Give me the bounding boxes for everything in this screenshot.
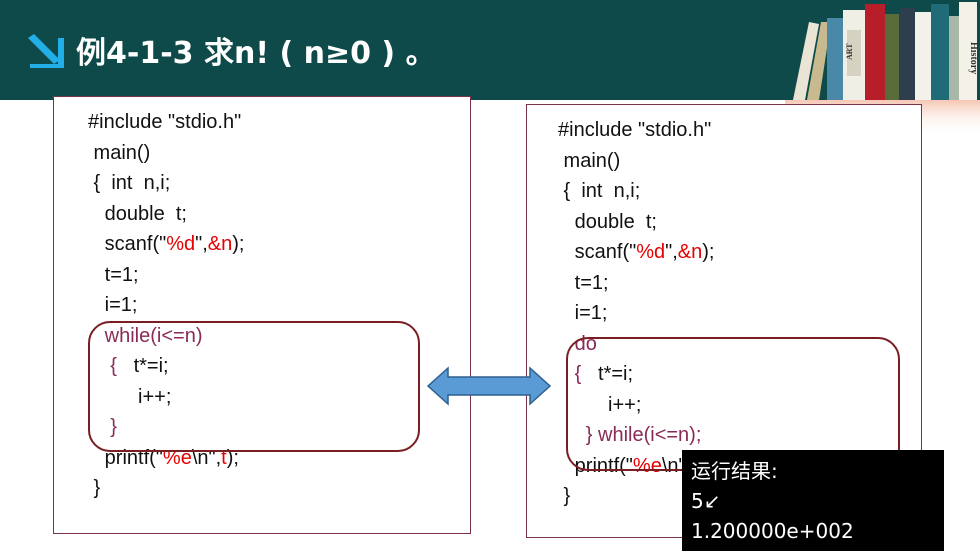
code-line: { int n,i; — [88, 168, 244, 199]
code-format-specifier: %d — [166, 233, 196, 255]
code-format-specifier: %e — [162, 446, 192, 469]
code-line: double t; — [558, 207, 714, 238]
code-text: ", — [665, 241, 678, 263]
code-text: { int n,i; — [88, 172, 171, 194]
code-line: } while(i<=n); — [558, 420, 714, 451]
code-text: #include "stdio.h" — [88, 111, 242, 133]
code-line: i=1; — [88, 290, 244, 321]
page-title: 例4-1-3 求n! ( n≥0 ) 。 — [76, 36, 436, 71]
code-text: ); — [232, 233, 245, 255]
code-text: scanf(" — [558, 241, 637, 263]
code-argument: &n — [207, 233, 233, 255]
run-result-panel: 运行结果: 5↙ 1.200000e+002 — [682, 450, 944, 551]
code-argument: &n — [677, 241, 703, 263]
code-line: main() — [558, 146, 714, 177]
book-label-history: History — [968, 42, 979, 74]
code-text: i++; — [88, 385, 172, 408]
code-text: t*=i; — [116, 355, 169, 377]
code-line: { int n,i; — [558, 176, 714, 207]
code-text: scanf(" — [88, 233, 167, 255]
code-line: } — [558, 481, 714, 512]
code-line: } — [88, 473, 244, 504]
code-line: main() — [88, 138, 244, 169]
code-text: i=1; — [88, 294, 138, 316]
code-line: #include "stdio.h" — [558, 115, 714, 146]
left-code-block: #include "stdio.h" main() { int n,i; dou… — [88, 107, 244, 504]
double-arrow-icon — [426, 366, 552, 406]
code-line: scanf("%d",&n); — [88, 229, 245, 260]
code-line: scanf("%d",&n); — [558, 237, 715, 268]
result-output: 1.200000e+002 — [691, 519, 854, 543]
result-input: 5↙ — [691, 489, 721, 513]
result-label: 运行结果: — [691, 459, 778, 483]
code-text: } — [558, 485, 571, 507]
code-line: i=1; — [558, 298, 714, 329]
code-text: double t; — [88, 202, 187, 225]
code-format-specifier: %e — [632, 454, 662, 477]
code-text: { int n,i; — [558, 180, 641, 202]
code-line: { t*=i; — [558, 359, 714, 390]
code-argument: t — [221, 446, 227, 469]
code-text: main() — [88, 141, 151, 164]
code-line: } — [88, 412, 244, 443]
code-text: i++; — [558, 393, 642, 416]
right-code-block: #include "stdio.h" main() { int n,i; dou… — [558, 115, 714, 512]
code-format-specifier: %d — [636, 241, 666, 263]
code-line: { t*=i; — [88, 351, 244, 382]
books-icon: ART History — [785, 2, 980, 136]
code-keyword: } while(i<=n); — [558, 424, 702, 446]
code-text: t*=i; — [581, 363, 634, 385]
code-text: i=1; — [558, 302, 608, 324]
code-text: } — [88, 477, 101, 499]
code-line: double t; — [88, 199, 244, 230]
code-line: i++; — [558, 390, 714, 421]
code-keyword: { — [558, 363, 582, 385]
code-line: while(i<=n) — [88, 321, 244, 352]
book-label-art: ART — [845, 43, 854, 60]
code-line: #include "stdio.h" — [88, 107, 244, 138]
code-text: \n", — [191, 446, 222, 469]
code-text: ); — [702, 241, 715, 263]
code-line: printf("%e\n",t); — [88, 443, 244, 474]
code-text: printf(" — [558, 454, 633, 477]
code-text: ", — [195, 233, 208, 255]
while-loop-highlight — [88, 321, 420, 452]
code-text: printf(" — [88, 446, 163, 469]
code-line: t=1; — [88, 260, 244, 291]
code-line: i++; — [88, 382, 244, 413]
code-text: t=1; — [88, 263, 139, 286]
code-keyword: while(i<=n) — [88, 324, 203, 347]
code-text: main() — [558, 149, 621, 172]
code-text: #include "stdio.h" — [558, 119, 712, 141]
arrow-down-right-icon — [28, 34, 64, 68]
code-text: double t; — [558, 210, 657, 233]
code-text: ); — [226, 446, 239, 469]
code-keyword: { — [88, 355, 117, 377]
code-line: t=1; — [558, 268, 714, 299]
left-code-panel — [53, 96, 471, 534]
code-text: t=1; — [558, 271, 609, 294]
code-keyword: } — [88, 416, 117, 438]
